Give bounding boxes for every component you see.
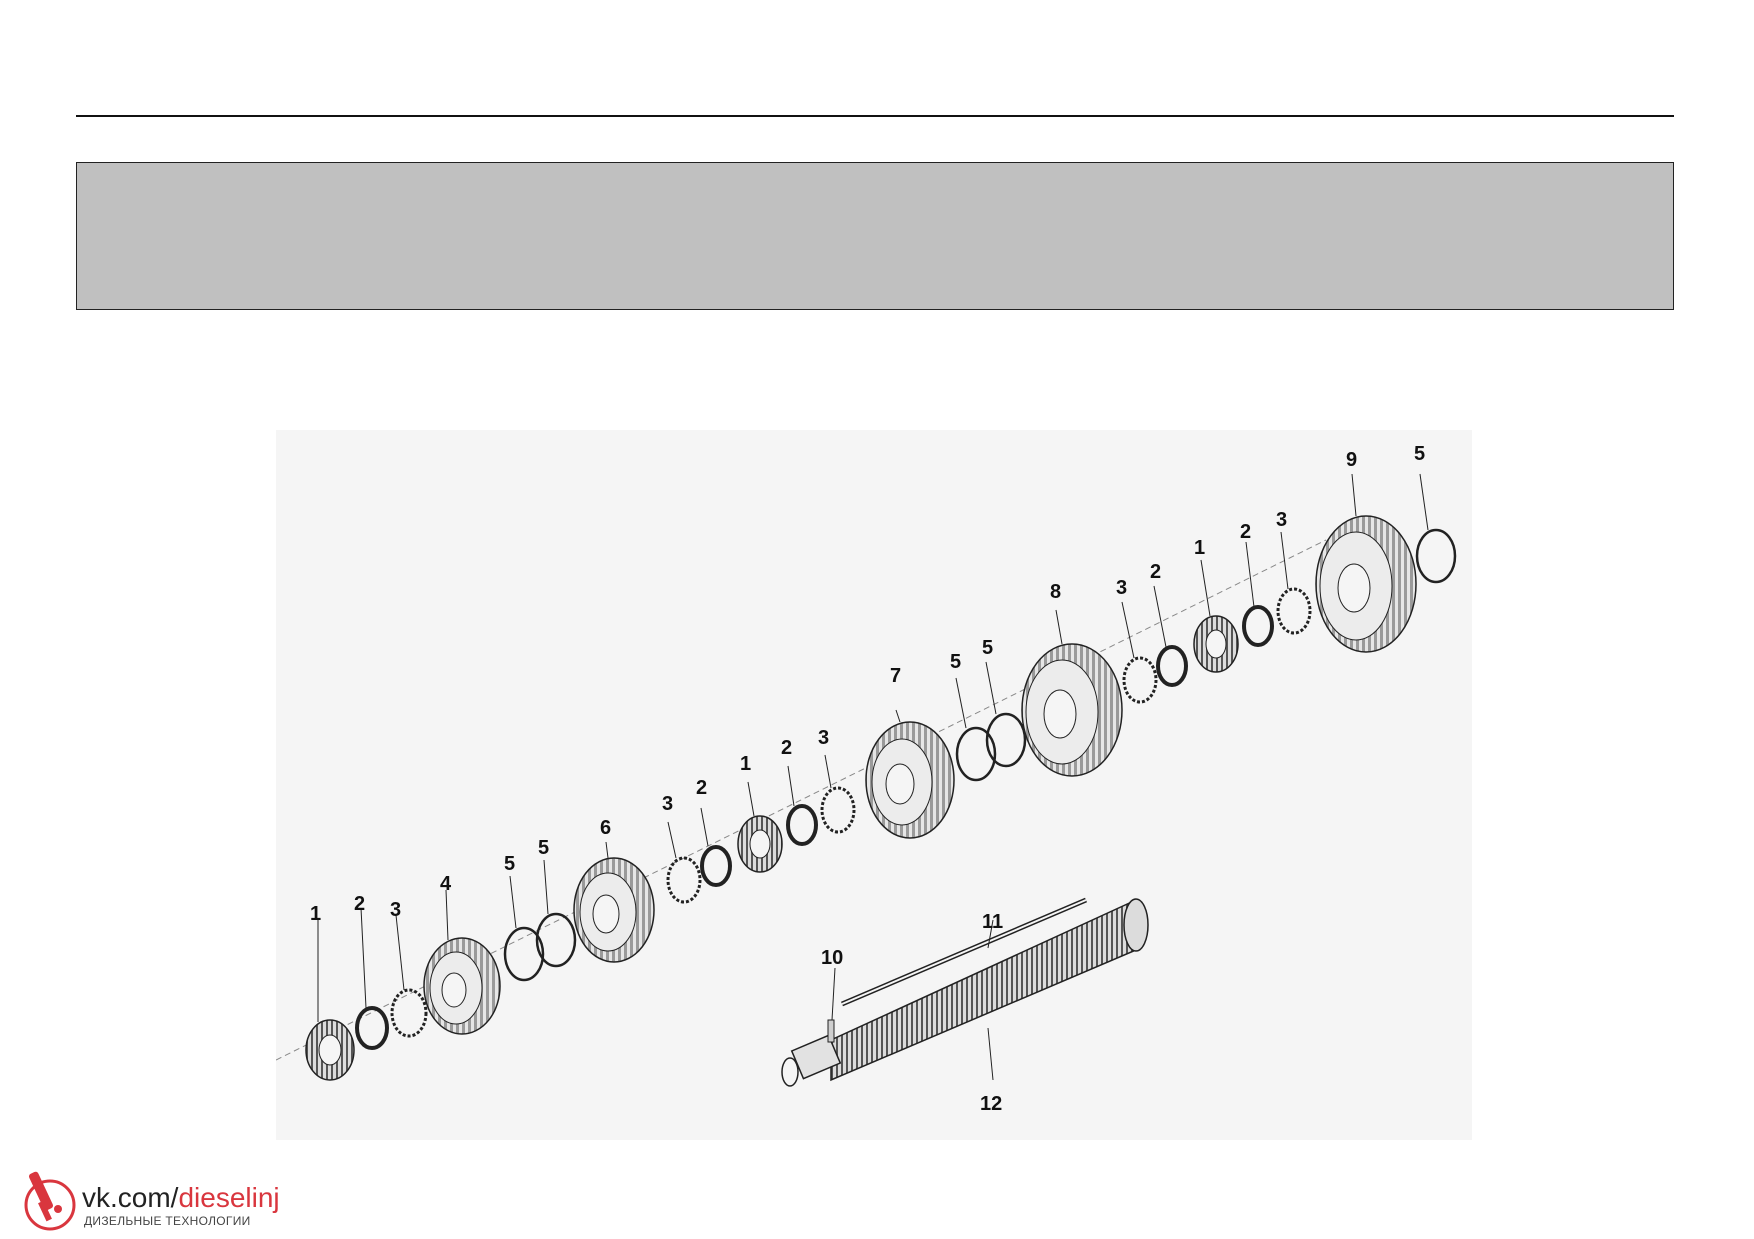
snap-ring-5e — [1415, 528, 1457, 584]
logo-url: vk.com/dieselinj — [82, 1182, 280, 1214]
snap-ring-5c — [955, 726, 997, 782]
callout-3d: 3 — [1116, 577, 1127, 599]
callout-3b: 3 — [662, 793, 673, 815]
main-shaft-12 — [781, 898, 1149, 1087]
callout-1b: 1 — [740, 753, 751, 775]
callout-5c: 5 — [950, 651, 961, 673]
thrust-washer-2 — [355, 1006, 389, 1050]
thrust-washer-2c — [786, 804, 818, 846]
header-rule — [76, 115, 1674, 117]
callout-10: 10 — [821, 947, 843, 969]
callout-5e: 5 — [1414, 443, 1425, 465]
callout-2b: 2 — [696, 777, 707, 799]
thrust-washer-3b — [666, 856, 702, 904]
callout-5a: 5 — [504, 853, 515, 875]
logo-url-prefix: vk.com/ — [82, 1182, 179, 1213]
parts-drawing: 1 2 3 4 5 5 6 3 2 1 2 3 7 5 5 8 3 2 1 2 … — [276, 443, 1457, 1115]
callout-3-left: 3 — [390, 899, 401, 921]
thrust-washer-3d — [1122, 656, 1158, 704]
snap-ring-5b — [535, 912, 577, 968]
logo-url-accent: dieselinj — [178, 1182, 280, 1213]
leader-lines — [317, 473, 1429, 1081]
callout-12: 12 — [980, 1093, 1002, 1115]
needle-bearing-1b — [737, 815, 783, 873]
callout-2e: 2 — [1240, 521, 1251, 543]
callout-4: 4 — [440, 873, 452, 895]
callout-2c: 2 — [781, 737, 792, 759]
gear-4 — [423, 937, 501, 1035]
callout-5d: 5 — [982, 637, 993, 659]
snap-ring-5a — [503, 926, 545, 982]
thrust-washer-3c — [820, 786, 856, 834]
gear-9 — [1315, 515, 1417, 653]
callout-5b: 5 — [538, 837, 549, 859]
needle-bearing-1c — [1193, 615, 1239, 673]
thrust-washer-2d — [1156, 645, 1188, 687]
pin-10 — [827, 1019, 835, 1043]
callout-9: 9 — [1346, 449, 1357, 471]
thrust-washer-2e — [1242, 605, 1274, 647]
thrust-washer-2b — [700, 845, 732, 887]
header-box — [76, 162, 1674, 310]
callout-3c: 3 — [818, 727, 829, 749]
rod-11 — [841, 897, 1087, 1007]
callout-1-left: 1 — [310, 903, 321, 925]
callout-8: 8 — [1050, 581, 1061, 603]
callout-2d: 2 — [1150, 561, 1161, 583]
callout-2-left: 2 — [354, 893, 365, 915]
thrust-washer-3e — [1276, 587, 1312, 635]
callout-6: 6 — [600, 817, 611, 839]
gear-7 — [865, 721, 955, 839]
vk-logo[interactable]: vk.com/dieselinj ДИЗЕЛЬНЫЕ ТЕХНОЛОГИИ — [20, 1165, 310, 1235]
logo-subtitle: ДИЗЕЛЬНЫЕ ТЕХНОЛОГИИ — [84, 1214, 251, 1228]
callout-3e: 3 — [1276, 509, 1287, 531]
injector-icon — [24, 1171, 76, 1231]
gear-8 — [1021, 643, 1123, 777]
snap-ring-5d — [985, 712, 1027, 768]
exploded-parts-diagram: 1 2 3 4 5 5 6 3 2 1 2 3 7 5 5 8 3 2 1 2 … — [276, 430, 1472, 1140]
callout-1c: 1 — [1194, 537, 1205, 559]
needle-bearing-1 — [305, 1019, 355, 1081]
callout-11: 11 — [982, 911, 1003, 933]
callout-7: 7 — [890, 665, 901, 687]
gear-6 — [573, 857, 655, 963]
thrust-washer-3 — [390, 988, 428, 1038]
